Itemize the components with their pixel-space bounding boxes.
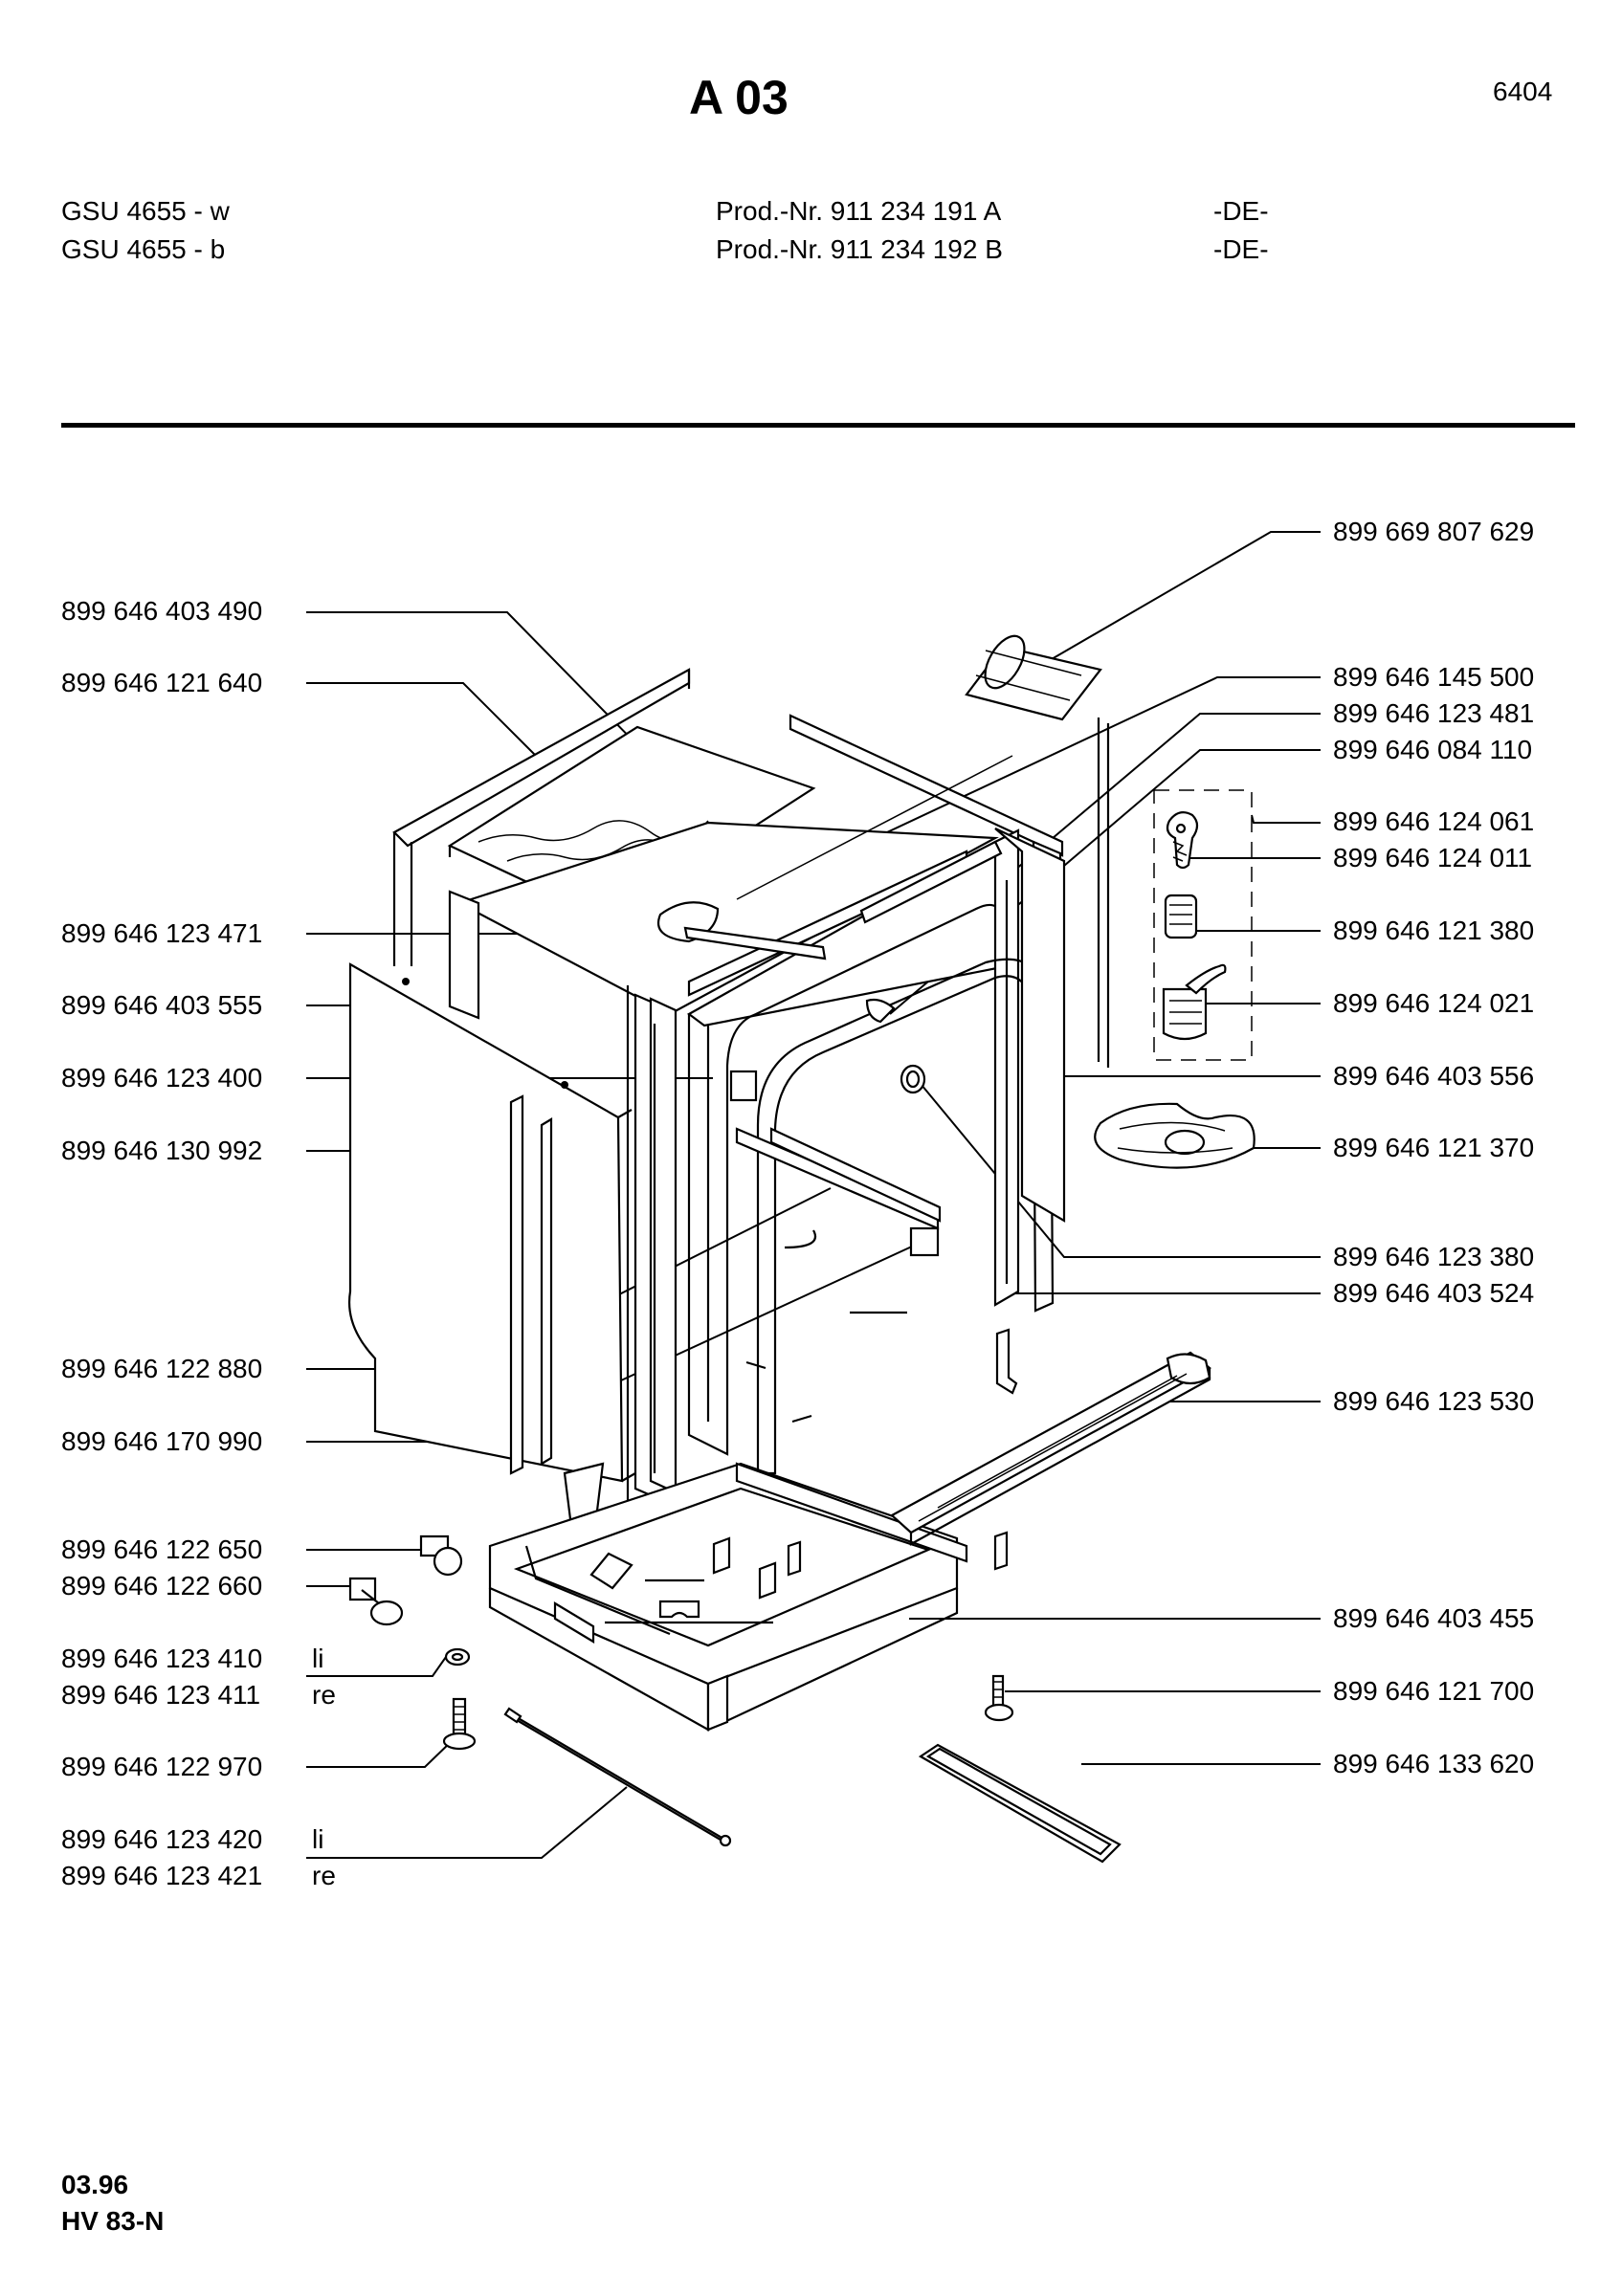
region-code: -DE- (1213, 234, 1269, 264)
adjuster-rod (503, 1707, 732, 1847)
part-label: 899 646 403 455 (1333, 1603, 1535, 1633)
inner-rails (683, 840, 1003, 1257)
header-divider (61, 423, 1575, 428)
footer-date: 03.96 (61, 2170, 129, 2199)
interior-pieces (729, 998, 1018, 1424)
part-label: 899 646 133 620 (1333, 1749, 1535, 1778)
product-number: Prod.-Nr. 911 234 191 A (716, 196, 1002, 226)
page-number: 6404 (1493, 77, 1553, 106)
side-suffix: li (312, 1824, 324, 1854)
part-label: 899 646 084 110 (1333, 735, 1533, 764)
part-label: 899 646 123 481 (1333, 698, 1535, 728)
side-suffix: re (312, 1861, 336, 1890)
part-label: 899 646 122 650 (61, 1534, 263, 1564)
part-label: 899 646 122 660 (61, 1571, 263, 1601)
part-label: 899 646 122 970 (61, 1752, 263, 1781)
left-side-panel (348, 962, 636, 1483)
part-label: 899 646 123 471 (61, 918, 263, 948)
part-label: 899 646 124 061 (1333, 806, 1535, 836)
side-suffix: li (312, 1644, 324, 1673)
part-label: 899 646 123 421 (61, 1861, 263, 1890)
part-label: 899 646 170 990 (61, 1426, 263, 1456)
part-label: 899 646 145 500 (1333, 662, 1535, 692)
product-number: Prod.-Nr. 911 234 192 B (716, 234, 1003, 264)
base-frame (488, 1462, 1009, 1732)
part-label: 899 646 403 490 (61, 596, 263, 626)
part-label: 899 646 403 524 (1333, 1278, 1535, 1308)
part-label: 899 646 123 410 (61, 1644, 263, 1673)
part-label: 899 646 121 700 (1333, 1676, 1535, 1706)
page-title: A 03 (689, 71, 789, 124)
part-label: 899 646 403 556 (1333, 1061, 1535, 1091)
part-label: 899 646 124 011 (1333, 843, 1533, 872)
model-name: GSU 4655 - b (61, 234, 226, 264)
part-label: 899 646 121 380 (1333, 916, 1535, 945)
cabinet-top-frame (392, 668, 1064, 966)
model-name: GSU 4655 - w (61, 196, 230, 226)
part-label: 899 646 403 555 (61, 990, 263, 1020)
base-rail-bar (890, 1351, 1211, 1546)
part-label: 899 646 123 530 (1333, 1386, 1535, 1416)
region-code: -DE- (1213, 196, 1269, 226)
part-label: 899 646 130 992 (61, 1136, 263, 1165)
part-label: 899 646 124 021 (1333, 988, 1535, 1018)
part-label: 899 646 121 370 (1333, 1133, 1535, 1162)
part-label: 899 646 123 420 (61, 1824, 263, 1854)
part-label: 899 646 121 640 (61, 668, 263, 697)
small-hardware (348, 1534, 1014, 1751)
side-suffix: re (312, 1680, 336, 1710)
part-label: 899 669 807 629 (1333, 517, 1535, 546)
filter-plate (1094, 1102, 1255, 1169)
seal-roll-part (965, 634, 1102, 721)
right-side-panel (994, 718, 1110, 1223)
filter-parts-group (1153, 789, 1253, 1061)
part-label: 899 646 123 400 (61, 1063, 263, 1093)
part-label: 899 646 122 880 (61, 1354, 263, 1383)
part-label: 899 646 123 380 (1333, 1242, 1535, 1271)
footer-code: HV 83-N (61, 2206, 165, 2236)
plinth-strip (918, 1743, 1122, 1864)
part-label: 899 646 123 411 (61, 1680, 261, 1710)
